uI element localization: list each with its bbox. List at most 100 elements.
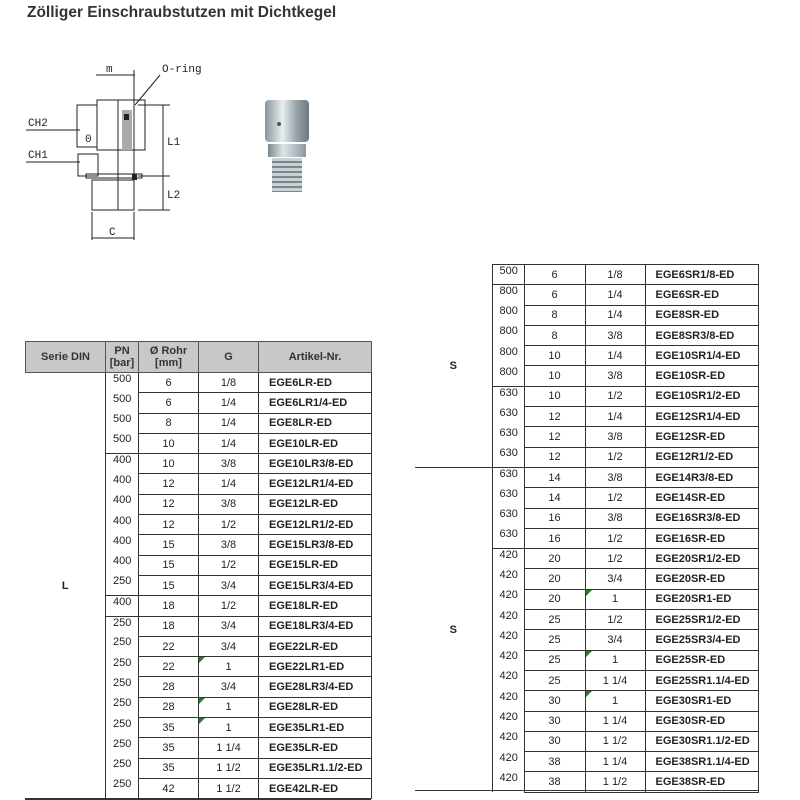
- rohr-cell: 8: [523, 324, 586, 347]
- g-cell: 1 1/4: [198, 737, 259, 759]
- rohr-cell: 6: [523, 263, 586, 286]
- column-header: Ø Rohr [mm]: [138, 341, 199, 373]
- g-cell: 3/4: [584, 568, 646, 590]
- artikel-cell: EGE6LR-ED: [258, 371, 372, 394]
- artikel-cell: EGE28LR-ED: [258, 696, 372, 719]
- artikel-cell: EGE22LR-ED: [258, 635, 372, 658]
- artikel-cell: EGE38SR-ED: [644, 771, 759, 793]
- rohr-cell: 30: [523, 730, 586, 753]
- serie-cell: L: [25, 372, 106, 799]
- rohr-cell: 12: [138, 473, 199, 495]
- rohr-cell: 10: [523, 345, 586, 367]
- rohr-cell: 22: [138, 635, 199, 658]
- comment-marker-icon: [199, 697, 205, 704]
- rohr-cell: 12: [523, 446, 586, 468]
- pn-cell: 250: [105, 778, 139, 799]
- g-value: 3/4: [607, 573, 623, 586]
- pn-cell: 800: [491, 365, 525, 387]
- g-value: 1/4: [607, 349, 623, 362]
- g-cell: 1/2: [198, 595, 259, 617]
- g-cell: 1 1/2: [584, 730, 646, 753]
- g-value: 1 1/2: [602, 735, 628, 748]
- page-title: Zölliger Einschraubstutzen mit Dichtkege…: [27, 4, 337, 21]
- artikel-cell: EGE20SR1-ED: [644, 588, 759, 611]
- rohr-cell: 6: [138, 392, 199, 414]
- artikel-cell: EGE18LR3/4-ED: [258, 615, 372, 637]
- artikel-cell: EGE6LR1/4-ED: [258, 392, 372, 414]
- g-cell: 3/4: [584, 629, 646, 651]
- column-header: G: [198, 341, 259, 373]
- g-cell: 1: [584, 690, 646, 712]
- g-value: 3/8: [607, 329, 623, 342]
- g-cell: 1/4: [584, 304, 646, 326]
- g-cell: 1/8: [198, 371, 259, 394]
- pn-cell: 400: [105, 555, 139, 576]
- g-cell: 1: [584, 649, 646, 671]
- artikel-cell: EGE35LR1.1/2-ED: [258, 757, 372, 779]
- artikel-cell: EGE10SR-ED: [644, 365, 759, 387]
- rohr-cell: 20: [523, 568, 586, 590]
- label-oring: O-ring: [162, 64, 202, 76]
- g-cell: 1/2: [198, 514, 259, 536]
- g-value: 3/4: [220, 640, 237, 653]
- g-cell: 1 1/4: [584, 710, 646, 732]
- g-value: 3/4: [220, 620, 237, 633]
- g-value: 1 1/2: [216, 782, 241, 795]
- artikel-cell: EGE8LR-ED: [258, 412, 372, 434]
- g-value: 1: [611, 593, 619, 606]
- rohr-cell: 14: [523, 466, 586, 489]
- rohr-cell: 8: [523, 304, 586, 326]
- pn-cell: 420: [491, 548, 525, 569]
- pn-cell: 250: [105, 717, 139, 738]
- g-cell: 3/8: [584, 507, 646, 529]
- g-cell: 1/2: [584, 385, 646, 408]
- table-bottom-rule: [415, 790, 758, 791]
- artikel-cell: EGE25SR1.1/4-ED: [644, 669, 759, 692]
- rohr-cell: 28: [138, 696, 199, 719]
- g-cell: 3/8: [198, 534, 259, 556]
- g-value: 1/4: [607, 309, 623, 322]
- artikel-cell: EGE15LR3/4-ED: [258, 574, 372, 597]
- rohr-cell: 35: [138, 737, 199, 759]
- g-value: 3/8: [220, 539, 237, 552]
- artikel-cell: EGE25SR1/2-ED: [644, 609, 759, 631]
- label-m: m: [106, 64, 113, 76]
- g-value: 1/4: [607, 288, 623, 301]
- g-cell: 3/4: [198, 615, 259, 637]
- g-value: 1/8: [220, 376, 237, 389]
- pn-cell: 800: [491, 305, 525, 326]
- artikel-cell: EGE28LR3/4-ED: [258, 676, 372, 698]
- pn-cell: 630: [491, 487, 525, 509]
- artikel-cell: EGE35LR1-ED: [258, 717, 372, 739]
- artikel-cell: EGE20SR1/2-ED: [644, 548, 759, 570]
- serie-cell: S: [415, 264, 493, 468]
- rohr-cell: 18: [138, 615, 199, 637]
- rohr-cell: 10: [523, 385, 586, 408]
- rohr-cell: 12: [523, 406, 586, 428]
- rohr-cell: 20: [523, 588, 586, 611]
- rohr-cell: 8: [138, 412, 199, 434]
- g-value: 3/4: [220, 579, 237, 592]
- artikel-cell: EGE6SR1/8-ED: [644, 263, 759, 286]
- artikel-cell: EGE8SR-ED: [644, 304, 759, 326]
- comment-marker-icon: [585, 589, 592, 596]
- artikel-cell: EGE12LR-ED: [258, 493, 372, 516]
- g-cell: 3/8: [584, 426, 646, 448]
- g-cell: 3/8: [198, 493, 259, 516]
- pn-cell: 630: [491, 447, 525, 468]
- rohr-cell: 15: [138, 554, 199, 576]
- pn-cell: 420: [491, 731, 525, 752]
- g-value: 1/4: [220, 396, 237, 409]
- g-value: 3/8: [220, 457, 237, 470]
